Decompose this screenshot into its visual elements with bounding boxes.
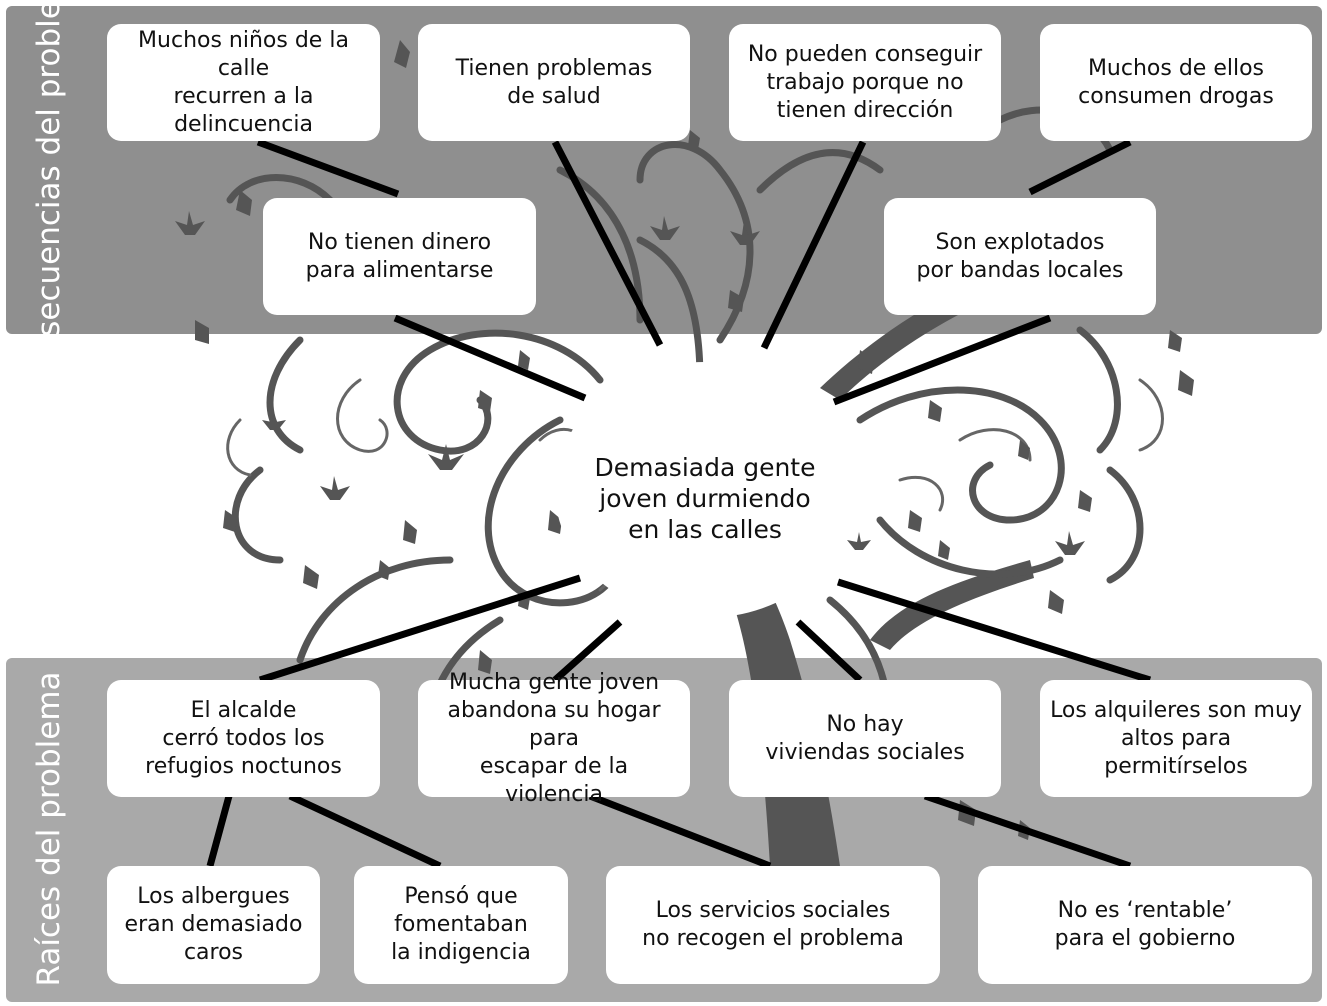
connector-line: [832, 314, 1052, 406]
consequence-salud: Tienen problemas de salud: [418, 24, 690, 141]
root-viviendas: No hay viviendas sociales: [729, 680, 1001, 797]
root-albergues: Los albergues eran demasiado caros: [107, 866, 320, 984]
tree-flowers: [175, 211, 1085, 555]
roots-section-title: Raíces del problema: [31, 671, 67, 987]
root-servicios: Los servicios sociales no recogen el pro…: [606, 866, 940, 984]
central-problem: Demasiada gente joven durmiendo en las c…: [594, 453, 816, 544]
connector-line: [288, 792, 442, 870]
root-penso: Pensó que fomentaban la indigencia: [354, 866, 568, 984]
connector-line: [795, 619, 863, 683]
consequence-dinero: No tienen dinero para alimentarse: [263, 198, 536, 315]
root-rentable: No es ‘rentable’ para el gobierno: [978, 866, 1312, 984]
connector-line: [552, 619, 623, 683]
consequences-section-title: Consecuencias del problema: [31, 0, 67, 398]
root-violencia: Mucha gente joven abandona su hogar para…: [418, 670, 690, 807]
connector-line: [551, 140, 664, 347]
connector-line: [836, 578, 1152, 684]
connector-line: [258, 574, 582, 684]
connector-lines: [206, 138, 1152, 870]
connector-line: [923, 792, 1132, 870]
connector-line: [206, 795, 233, 867]
root-alquileres: Los alquileres son muy altos para permit…: [1040, 680, 1312, 797]
root-alcalde: El alcalde cerró todos los refugios noct…: [107, 680, 380, 797]
consequence-trabajo: No pueden conseguir trabajo porque no ti…: [729, 24, 1001, 141]
center-cloud: [555, 362, 855, 618]
connector-line: [1028, 138, 1132, 196]
consequence-delincuencia: Muchos niños de la calle recurren a la d…: [107, 24, 380, 141]
tree-branch-root: [870, 560, 1034, 650]
connector-line: [760, 140, 867, 350]
tree-leaves: [195, 40, 1194, 840]
connector-line: [256, 138, 400, 198]
connector-line: [393, 314, 587, 402]
connector-line: [588, 792, 772, 870]
consequence-explotados: Son explotados por bandas locales: [884, 198, 1156, 315]
consequence-drogas: Muchos de ellos consumen drogas: [1040, 24, 1312, 141]
